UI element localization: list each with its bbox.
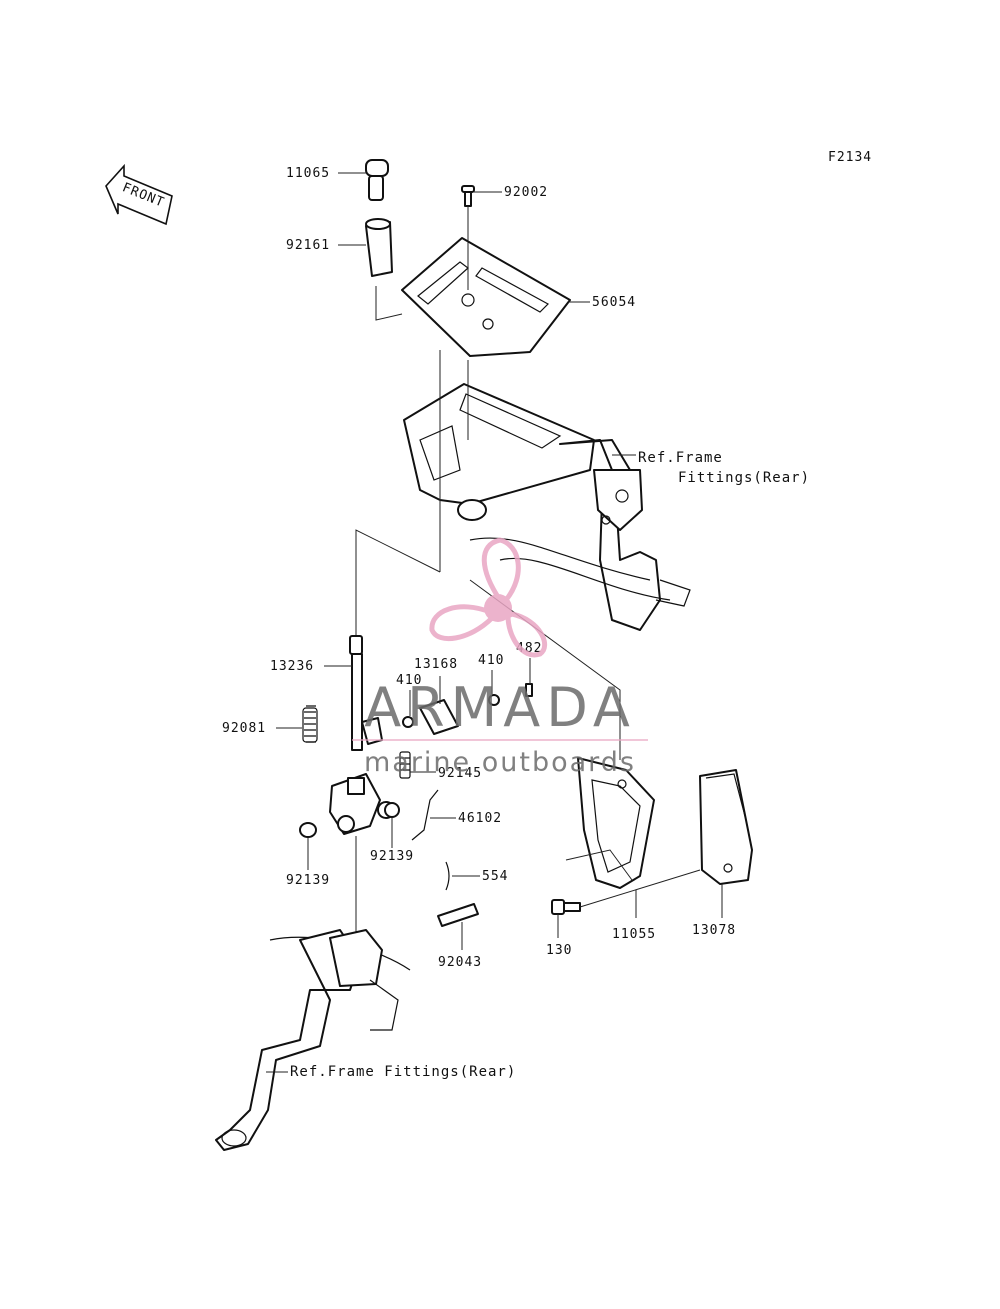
frame-bracket-bottom bbox=[215, 929, 411, 1151]
shift-lever-assembly bbox=[329, 717, 395, 835]
ref-frame-bottom: Ref.Frame Fittings(Rear) bbox=[290, 1064, 516, 1080]
label-554: 554 bbox=[482, 869, 508, 884]
knob-part bbox=[365, 159, 389, 201]
label-92043: 92043 bbox=[438, 955, 482, 970]
label-11055: 11055 bbox=[612, 927, 656, 942]
label-92161: 92161 bbox=[286, 238, 330, 253]
svg-text:ARMADA: ARMADA bbox=[364, 676, 636, 739]
screw-part bbox=[461, 185, 475, 207]
svg-text:marine outboards: marine outboards bbox=[364, 747, 636, 778]
label-13078: 13078 bbox=[692, 923, 736, 938]
label-46102: 46102 bbox=[458, 811, 502, 826]
washer-part bbox=[402, 716, 414, 728]
clip-part bbox=[488, 694, 500, 706]
lever-plate-part bbox=[419, 699, 459, 735]
sleeve-part bbox=[365, 218, 393, 277]
label-56054: 56054 bbox=[592, 295, 636, 310]
spring-92145-part bbox=[399, 751, 411, 779]
cotter-pin-part bbox=[445, 861, 450, 891]
label-13236: 13236 bbox=[270, 659, 314, 674]
link-rod-part bbox=[411, 789, 439, 841]
collar-right-part bbox=[384, 802, 400, 818]
collar-left-part bbox=[299, 822, 317, 838]
label-130: 130 bbox=[546, 943, 572, 958]
label-92145: 92145 bbox=[438, 766, 482, 781]
shift-shaft-part bbox=[349, 635, 363, 751]
frame-bracket-top bbox=[403, 383, 691, 631]
guide-bracket-part bbox=[699, 769, 753, 885]
armada-logo: ARMADA marine outboards bbox=[352, 537, 648, 778]
label-92139-right: 92139 bbox=[370, 849, 414, 864]
shift-guide-plate bbox=[401, 237, 571, 357]
ref-frame-top-line2: Fittings(Rear) bbox=[678, 470, 810, 486]
pin-part bbox=[437, 903, 479, 927]
label-92002: 92002 bbox=[504, 185, 548, 200]
ref-frame-top-line1: Ref.Frame bbox=[638, 450, 723, 466]
bolt-130-part bbox=[551, 899, 581, 915]
label-92139-left: 92139 bbox=[286, 873, 330, 888]
label-410-right: 410 bbox=[478, 653, 504, 668]
figure-code: F2134 bbox=[828, 150, 872, 165]
label-92081: 92081 bbox=[222, 721, 266, 736]
bolt-482-part bbox=[525, 683, 533, 697]
label-410-left: 410 bbox=[396, 673, 422, 688]
front-arrow-icon: FRONT bbox=[105, 163, 173, 226]
cover-bracket-part bbox=[577, 757, 655, 889]
label-11065: 11065 bbox=[286, 166, 330, 181]
label-13168: 13168 bbox=[414, 657, 458, 672]
spring-part bbox=[302, 705, 318, 743]
